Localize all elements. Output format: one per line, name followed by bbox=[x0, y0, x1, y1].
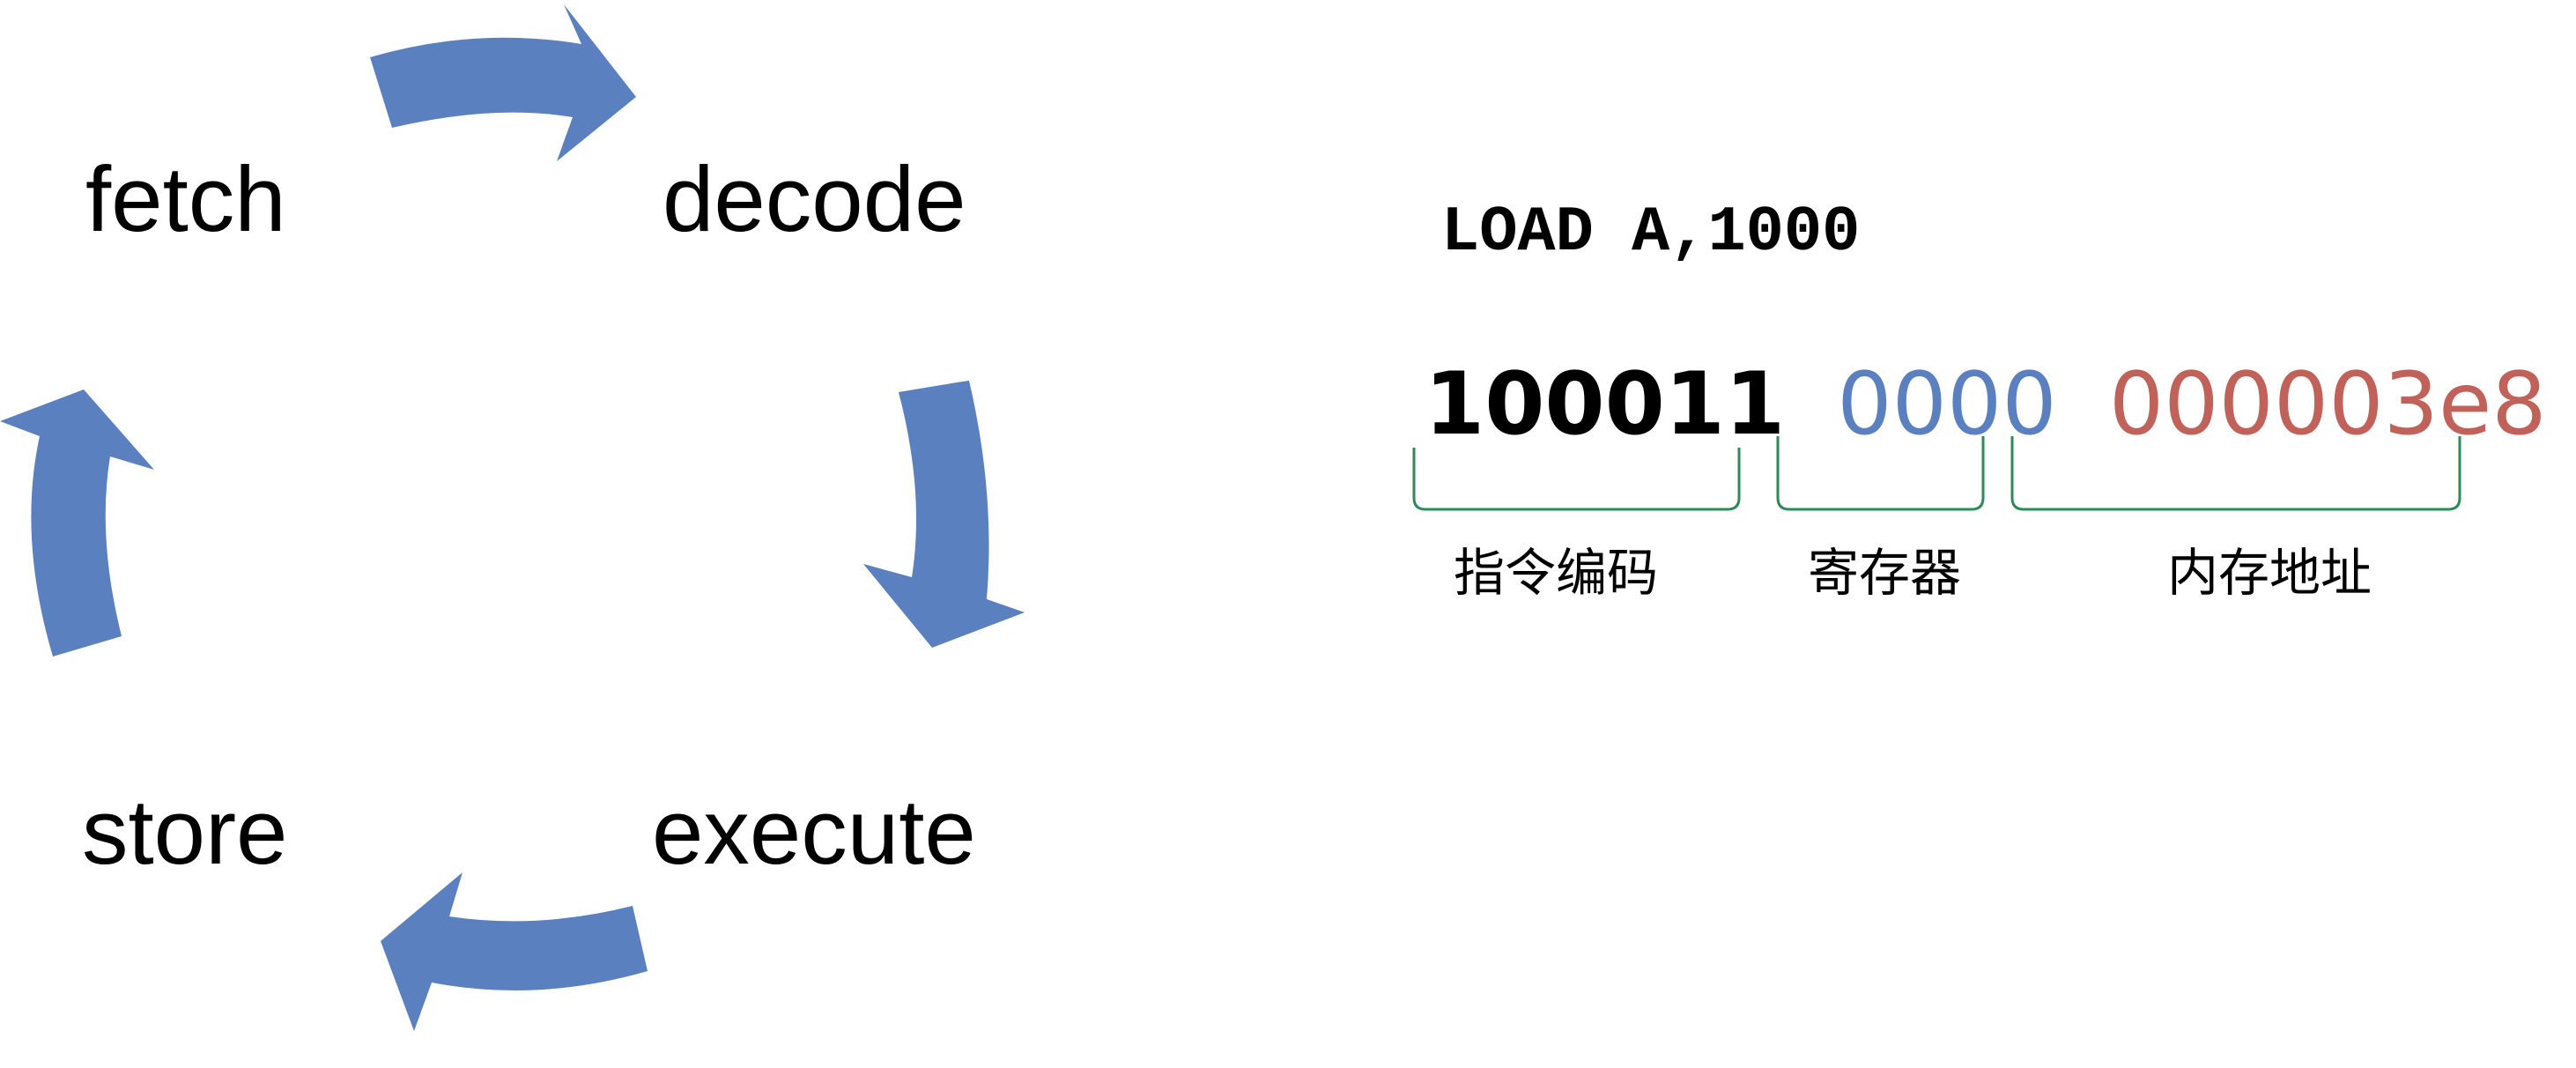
fetch-to-decode-arrow-icon bbox=[370, 4, 636, 161]
stage-execute-label: execute bbox=[652, 781, 976, 884]
register-brace bbox=[1776, 436, 1985, 511]
execute-to-store-arrow-icon bbox=[381, 872, 648, 1031]
instruction-cycle: fetch decode execute store bbox=[0, 4, 1025, 1031]
machine-code: 100011 0000 000003e8 bbox=[1425, 354, 2547, 455]
assembly-instruction: LOAD A,1000 bbox=[1441, 197, 1860, 269]
store-to-fetch-arrow-icon bbox=[0, 389, 154, 656]
instruction-encoding: LOAD A,1000 100011 0000 000003e8 指令编码 寄存… bbox=[1412, 197, 2547, 603]
decode-to-execute-arrow-icon bbox=[863, 380, 1025, 648]
stage-decode-label: decode bbox=[663, 148, 966, 251]
register-bits: 0000 bbox=[1837, 354, 2056, 455]
stage-store-label: store bbox=[82, 781, 287, 884]
register-field-label: 寄存器 bbox=[1808, 543, 1961, 603]
address-field-label: 内存地址 bbox=[2167, 543, 2372, 603]
opcode-bits: 100011 bbox=[1425, 354, 1785, 455]
stage-fetch-label: fetch bbox=[85, 148, 286, 251]
opcode-field-label: 指令编码 bbox=[1454, 543, 1658, 603]
opcode-brace bbox=[1412, 448, 1741, 511]
address-bits: 000003e8 bbox=[2109, 354, 2547, 455]
address-brace bbox=[2010, 436, 2461, 511]
